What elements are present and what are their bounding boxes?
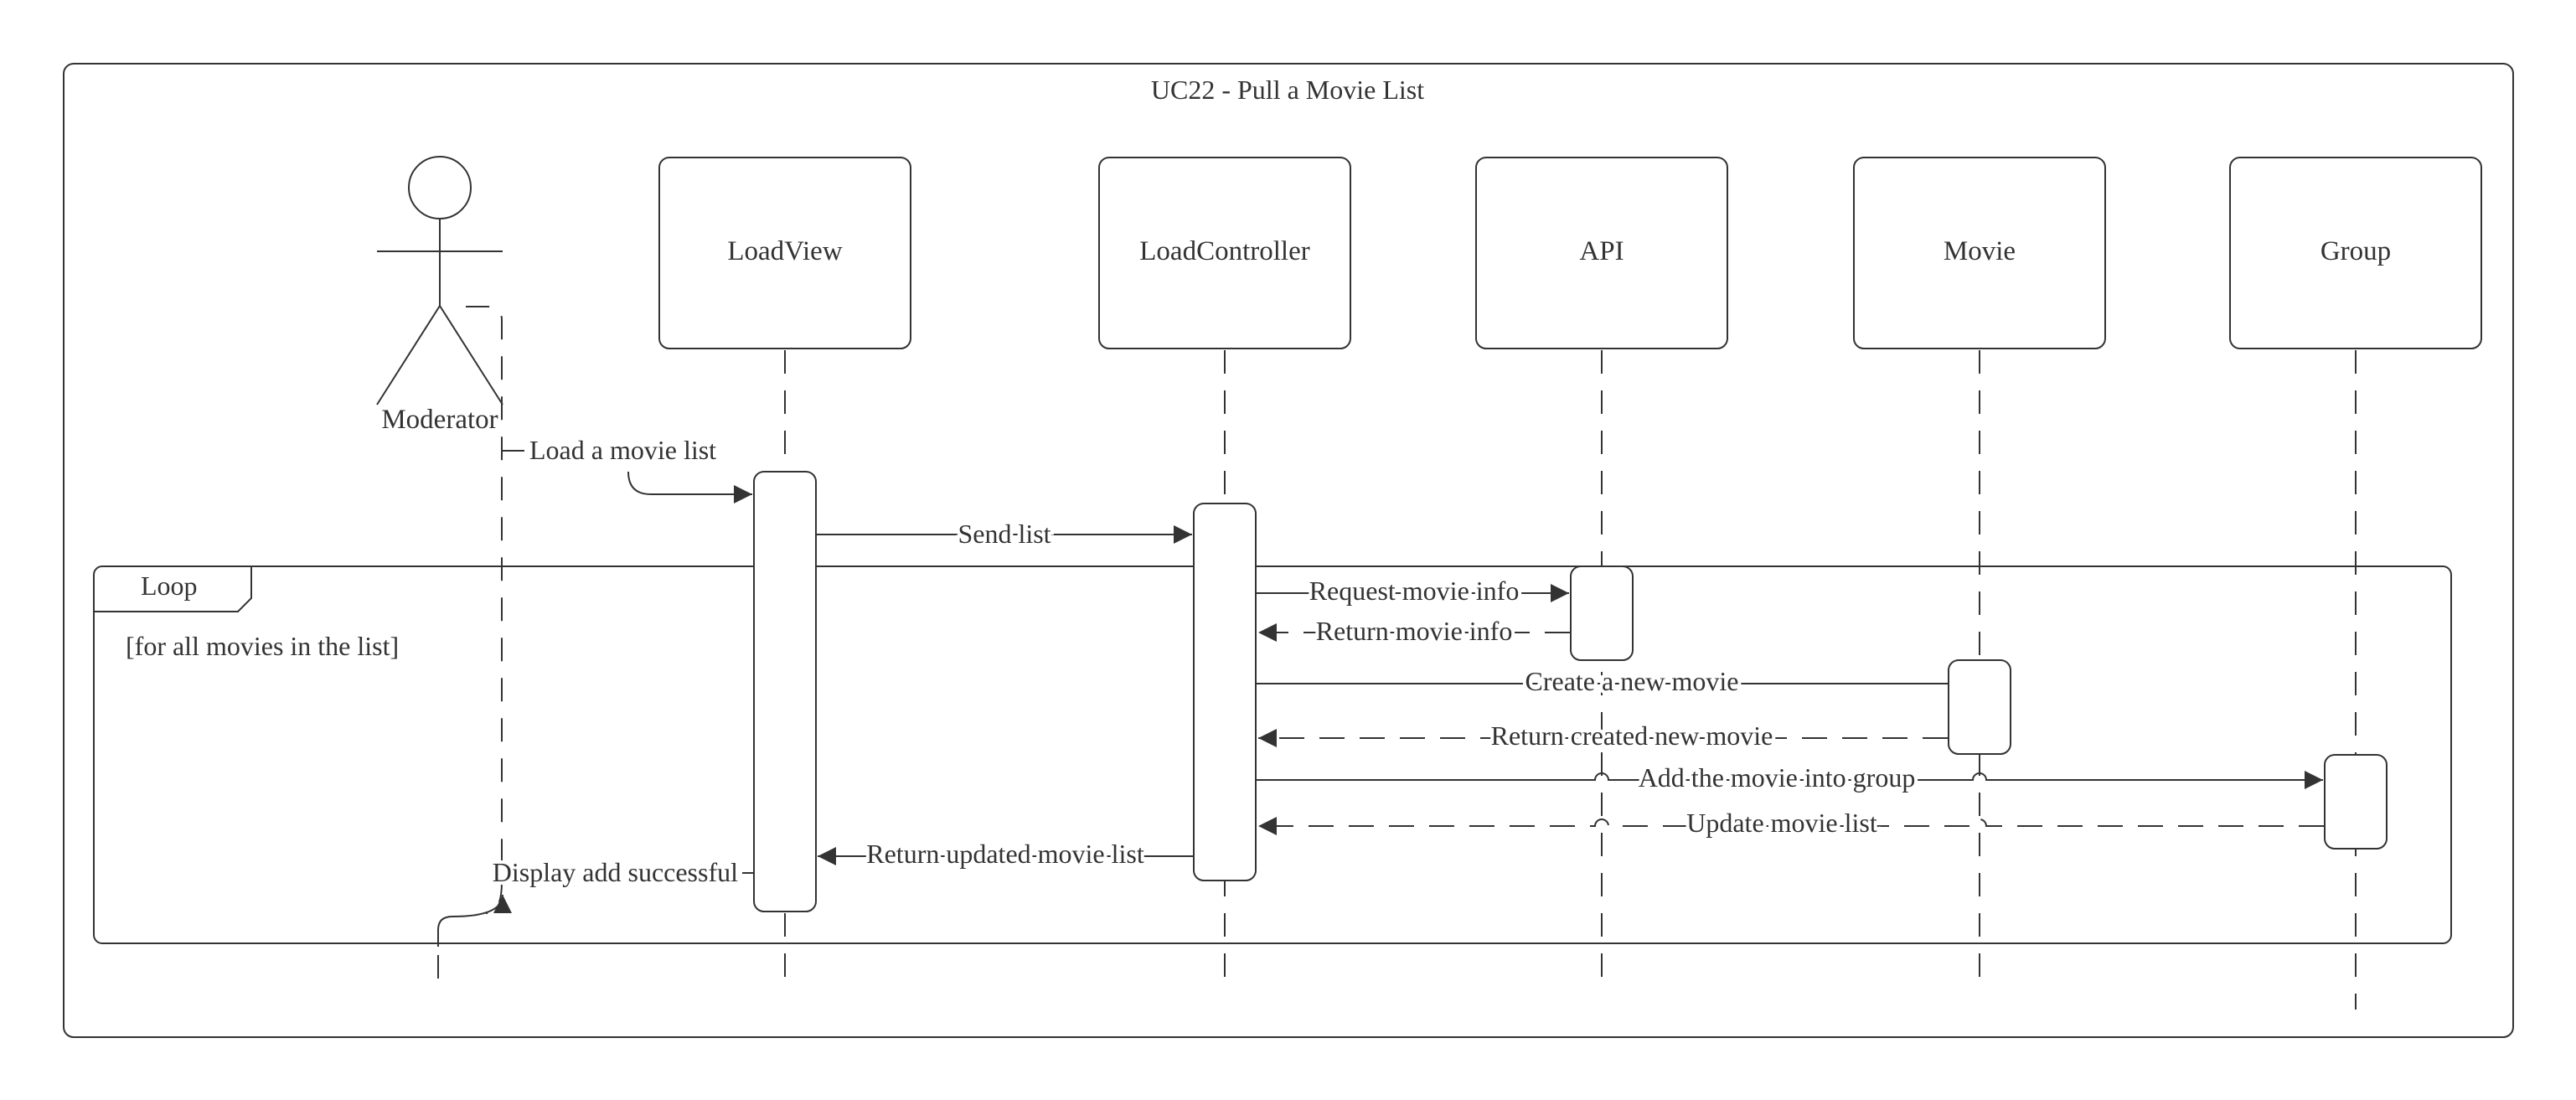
- message-label: Return created new movie: [1491, 720, 1773, 751]
- participant-box: [1853, 157, 2106, 349]
- participant-box: [658, 157, 911, 349]
- messages: [437, 450, 2324, 947]
- activation-movie: [1948, 659, 2011, 755]
- loop-fragment: Loop [for all movies in the list]: [93, 565, 2452, 944]
- participant-group: Group: [2229, 157, 2482, 349]
- message-label: Display add successful: [493, 857, 738, 887]
- message-label: Add the movie into group: [1639, 762, 1916, 793]
- activation-group: [2324, 754, 2388, 850]
- message-load-movie-list: [502, 450, 752, 494]
- message-label: Request movie info: [1309, 576, 1520, 606]
- actor-head: [408, 156, 472, 219]
- actor-right-leg: [439, 305, 503, 405]
- message-labels: Load a movie list Send list Request movi…: [489, 431, 1919, 891]
- message-label: Load a movie list: [529, 435, 716, 465]
- activation-loadcontroller: [1193, 503, 1257, 881]
- participant-loadcontroller: LoadController: [1098, 157, 1351, 349]
- participant-movie: Movie: [1853, 157, 2106, 349]
- participant-box: [2229, 157, 2482, 349]
- activation-loadview: [753, 471, 817, 912]
- participant-label: API: [1579, 236, 1624, 266]
- participant-box: [1098, 157, 1351, 349]
- message-display-add-successful: [437, 873, 753, 947]
- message-label: Return updated movie list: [866, 839, 1144, 869]
- participant-label: Movie: [1944, 236, 2016, 266]
- loop-frame: [93, 565, 2452, 944]
- message-label: Send list: [958, 519, 1051, 549]
- actor-label: Moderator: [381, 405, 498, 435]
- message-add-movie-into-group: [1257, 771, 2323, 789]
- loop-label: Loop: [141, 571, 198, 601]
- participant-label: LoadView: [727, 236, 842, 266]
- message-update-movie-list: [1258, 817, 2324, 835]
- message-label: Create a new movie: [1525, 666, 1739, 696]
- participant-label: LoadController: [1139, 236, 1309, 266]
- message-label: Update movie list: [1686, 808, 1877, 838]
- participant-box: [1475, 157, 1728, 349]
- participant-label: Group: [2320, 236, 2391, 266]
- actor-moderator: [376, 156, 503, 405]
- actor-activation-outline: [466, 306, 503, 914]
- loop-tab: [94, 566, 252, 612]
- activation-api: [1570, 565, 1634, 661]
- participant-api: API: [1475, 157, 1728, 349]
- actor-left-leg: [376, 305, 441, 405]
- participant-loadview: LoadView: [658, 157, 911, 349]
- diagram-title: UC22 - Pull a Movie List: [1151, 75, 1424, 105]
- message-label: Return movie info: [1316, 616, 1513, 646]
- loop-guard: [for all movies in the list]: [126, 631, 399, 661]
- activation-bars: [753, 471, 2388, 912]
